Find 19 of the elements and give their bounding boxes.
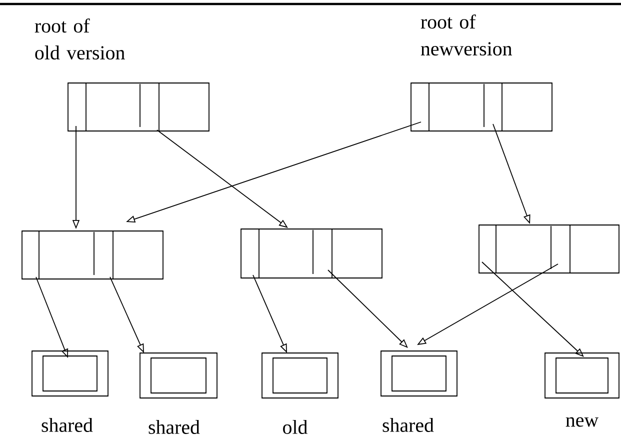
node-caption: root of newversion: [420, 14, 512, 56]
node-caption: shared: [148, 420, 200, 434]
record-box: [478, 224, 620, 274]
arrow: [482, 262, 584, 357]
node-caption: new: [566, 417, 598, 427]
data-box: [32, 350, 108, 396]
node-caption: shared: [42, 418, 93, 432]
record-box: [240, 228, 382, 278]
arrow: [328, 270, 408, 348]
data-box: [140, 352, 218, 398]
record-box: [22, 230, 164, 280]
node-caption: root of old version: [34, 18, 125, 60]
record-box: [68, 82, 210, 132]
data-box: [262, 352, 338, 398]
node-caption: shared: [382, 418, 434, 432]
data-box: [380, 350, 458, 396]
record-box: [410, 82, 552, 132]
node-caption: old: [283, 420, 308, 434]
data-box: [544, 352, 620, 398]
